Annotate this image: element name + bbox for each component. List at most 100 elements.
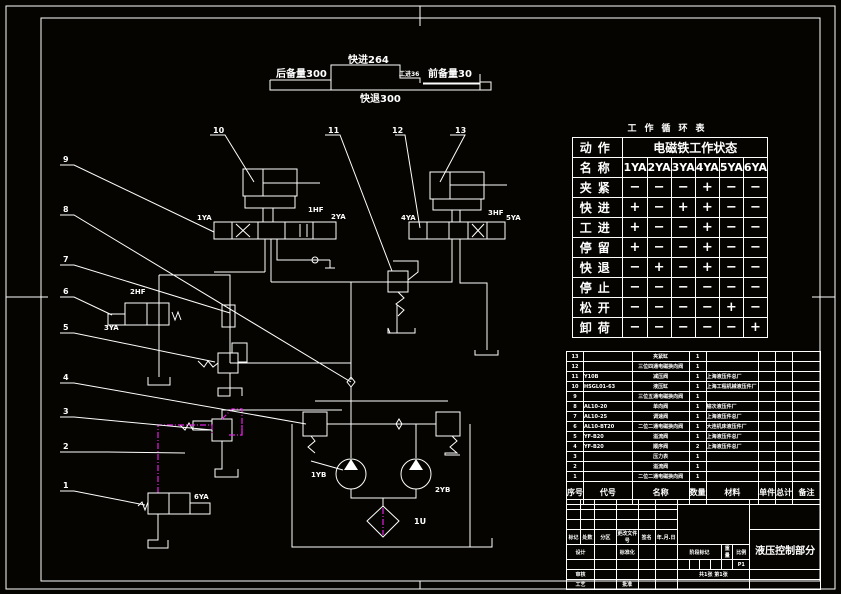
relief-valve-5 — [197, 342, 248, 397]
label-1u: 1U — [414, 517, 426, 526]
part-code: AL10-BT20 — [583, 421, 633, 432]
solenoid-state: + — [694, 197, 720, 218]
part-name: 溢流阀 — [631, 461, 690, 472]
tb-sheets: 共1张 第1张 — [676, 569, 751, 580]
part-qty: 2 — [688, 441, 707, 452]
part-empty — [792, 431, 821, 442]
part-empty — [792, 451, 821, 462]
check-valve-icon — [395, 418, 403, 430]
solenoid-state: − — [718, 217, 744, 238]
part-no: 13 — [566, 351, 584, 362]
solenoid-state: − — [694, 277, 720, 298]
solenoid-state: − — [622, 257, 648, 278]
col-3ya: 3YA — [670, 157, 696, 178]
part-empty — [775, 371, 794, 382]
fast-return-label: 快退300 — [359, 92, 401, 105]
solenoid-state: − — [646, 277, 672, 298]
label-1: 1 — [63, 481, 69, 490]
tank-icon — [147, 377, 171, 386]
part-material — [705, 451, 760, 462]
part-material: 上海液压件总厂 — [705, 371, 760, 382]
part-no: 12 — [566, 361, 584, 372]
work-cycle-title: 工作循环表 — [627, 124, 713, 134]
part-code — [583, 361, 633, 372]
cylinder-10 — [242, 168, 320, 222]
tb-page: P1 — [732, 559, 751, 570]
solenoid-state: − — [742, 277, 769, 298]
part-no: 8 — [566, 401, 584, 412]
part-qty: 1 — [688, 361, 707, 372]
tb-standard: 标准化 — [615, 544, 639, 560]
solenoid-state: − — [670, 237, 696, 258]
part-name: 单向阀 — [631, 401, 690, 412]
col-5ya: 5YA — [718, 157, 744, 178]
check-valve-icon — [311, 256, 319, 264]
part-qty: 1 — [688, 431, 707, 442]
label-2ya: 2YA — [331, 213, 346, 221]
solenoid-state: + — [694, 217, 720, 238]
label-5: 5 — [63, 323, 69, 332]
part-empty — [775, 421, 794, 432]
label-1yb: 1YB — [311, 471, 326, 479]
solenoid-state: − — [742, 177, 769, 198]
part-name: 压力表 — [631, 451, 690, 462]
cycle-row: 夹紧−−−+−− — [571, 177, 769, 198]
part-empty — [775, 401, 794, 412]
tank-icon — [474, 350, 499, 356]
part-empty — [775, 391, 794, 402]
tb-change-doc: 更改文件号 — [615, 529, 639, 545]
part-empty — [792, 401, 821, 412]
part-empty — [792, 391, 821, 402]
part-qty: 1 — [688, 371, 707, 382]
label-9: 9 — [63, 155, 69, 164]
solenoid-state: − — [670, 257, 696, 278]
part-empty — [775, 351, 794, 362]
label-1ya: 1YA — [197, 214, 212, 222]
solenoid-state: + — [694, 177, 720, 198]
part-no: 3 — [566, 451, 584, 462]
part-code — [583, 451, 633, 462]
label-4: 4 — [63, 373, 69, 382]
solenoid-state: − — [694, 317, 720, 338]
col-1ya: 1YA — [622, 157, 648, 178]
part-material — [705, 351, 760, 362]
sequence-valve-right — [435, 411, 461, 437]
part-qty: 1 — [688, 401, 707, 412]
solenoid-state: − — [646, 217, 672, 238]
sequence-valve-left — [302, 411, 328, 437]
filter-icon — [366, 505, 400, 538]
cycle-action-name: 停止 — [571, 277, 624, 298]
part-material: 上海液压件总厂 — [705, 411, 760, 422]
front-reserve-label: 前备量30 — [428, 67, 472, 80]
part-code — [583, 461, 633, 472]
tb-review: 审核 — [566, 569, 595, 580]
fast-forward-label: 快进264 — [347, 53, 389, 66]
part-empty — [792, 411, 821, 422]
solenoid-state: − — [742, 297, 769, 318]
solenoid-state: + — [718, 297, 744, 318]
part-empty — [758, 471, 777, 482]
part-name: 减压阀 — [631, 371, 690, 382]
part-no: 2 — [566, 461, 584, 472]
header-name: 名称 — [571, 157, 624, 178]
relief-valve-2 — [179, 409, 342, 478]
reducing-valve-11 — [387, 260, 419, 334]
solenoid-state: − — [646, 197, 672, 218]
part-empty — [792, 361, 821, 372]
tb-zone: 分区 — [593, 529, 617, 545]
part-empty — [792, 461, 821, 472]
cycle-row: 停留+−−+−− — [571, 237, 769, 258]
parts-header: 序号 代号 名称 数量 材料 单件 总计 备注 — [566, 481, 821, 505]
part-empty — [792, 371, 821, 382]
part-name: 顺序阀 — [631, 441, 690, 452]
solenoid-state: − — [718, 197, 744, 218]
part-material — [705, 471, 760, 482]
part-material: 榆次液压件厂 — [705, 401, 760, 412]
label-6: 6 — [63, 287, 69, 296]
label-8: 8 — [63, 205, 69, 214]
label-6ya: 6YA — [194, 493, 209, 501]
